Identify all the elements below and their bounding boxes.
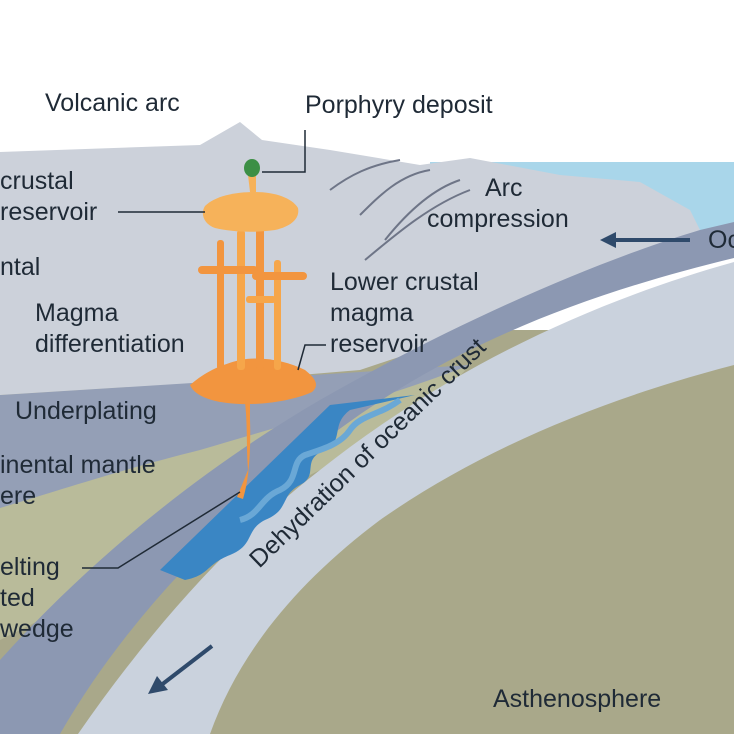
label-mantle-lithosphere-line2: ere [0,482,37,510]
slab-lower-layer [0,222,734,734]
porphyry-deposit-marker [244,159,260,177]
sill-2 [252,272,307,280]
dike-1 [217,240,224,370]
label-wedge-melting: elting ted wedge [0,552,74,645]
compression-arrow [600,232,690,248]
slab-upper-layer [78,262,734,734]
label-magma-differentiation-line1: Magma [35,299,119,327]
label-lower-reservoir-line2: magma [330,299,414,327]
label-arc-compression-line2: compression [427,205,569,233]
continental-crust-area [0,122,700,395]
label-volcanic-arc: Volcanic arc [45,89,180,117]
crust-fold-lines [329,159,471,261]
label-mantle-lithosphere: inental mantle ere [0,450,156,512]
label-underplating: Underplating [15,397,157,425]
label-lower-reservoir: Lower crustal magma reservoir [330,267,479,360]
magma-system [190,175,316,499]
label-arc-compression: Arc compression [427,173,569,235]
leader-lower-reservoir [297,344,326,371]
leader-wedge-melting [82,491,241,569]
label-wedge-melting-line3: wedge [0,615,74,643]
label-asthenosphere: Asthenosphere [493,685,662,713]
upper-reservoir-shape [202,192,299,232]
fluid-wave-upper [239,397,402,523]
label-continental: ntal [0,253,41,281]
label-porphyry-deposit: Porphyry deposit [305,91,493,119]
leader-porphyry [262,130,306,173]
subduction-arrow [148,644,214,694]
label-lower-reservoir-line3: reservoir [330,330,428,358]
label-wedge-melting-line2: ted [0,584,35,612]
label-magma-differentiation: Magma differentiation [35,298,185,360]
label-lower-reservoir-line1: Lower crustal [330,268,479,296]
dike-4 [274,260,281,370]
label-upper-reservoir-line1: crustal [0,167,74,195]
steam-plume [234,0,345,116]
magma-root [237,395,251,499]
label-upper-reservoir: crustal reservoir [0,166,97,228]
label-mantle-lithosphere-line1: inental mantle [0,451,156,479]
label-magma-differentiation-line2: differentiation [35,330,185,358]
label-arc-compression-line1: Arc [485,174,523,202]
dike-2 [237,230,245,370]
sill-3 [246,296,276,303]
sill-1 [198,266,258,274]
magma-conduit [248,175,256,192]
label-upper-reservoir-line2: reservoir [0,198,98,226]
label-wedge-melting-line1: elting [0,553,60,581]
label-oceanic: Oc [708,226,734,254]
